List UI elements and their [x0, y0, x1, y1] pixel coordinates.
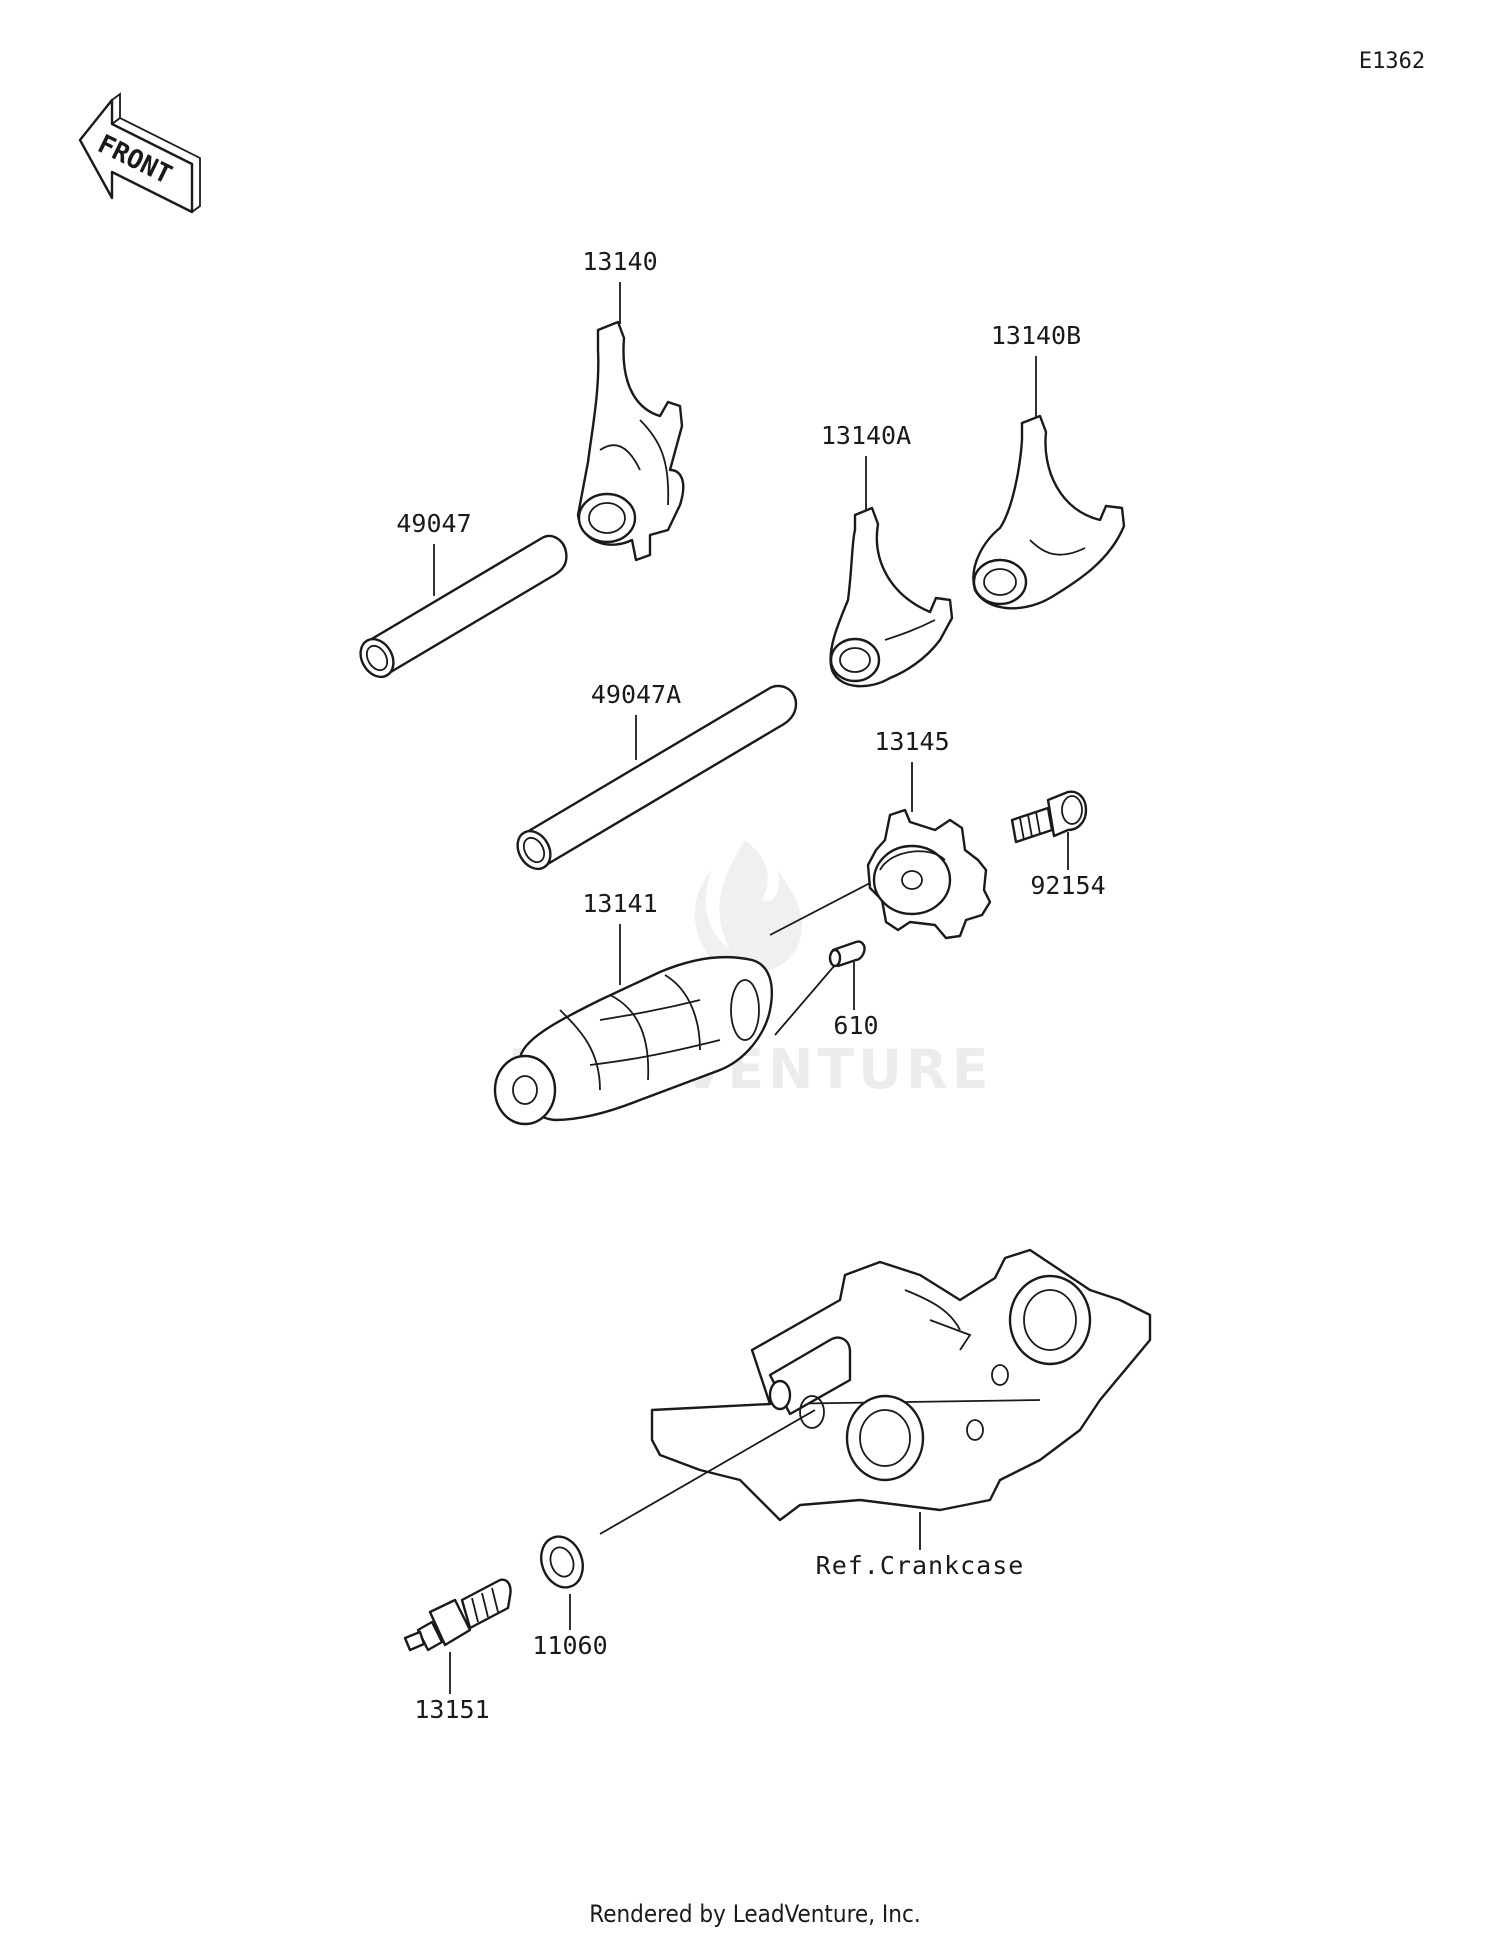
shift-fork-13140b: [972, 414, 1126, 610]
shift-drum-13141: [493, 955, 774, 1126]
diagram-id: E1362: [1359, 49, 1425, 74]
label-92154: 92154: [1030, 871, 1105, 900]
label-13140b: 13140B: [991, 321, 1081, 350]
label-13140a: 13140A: [821, 421, 911, 450]
ref-crankcase-label: Ref.Crankcase: [816, 1551, 1025, 1580]
label-13141: 13141: [582, 889, 657, 918]
pin-610: [828, 940, 866, 968]
bolt-92154: [1010, 790, 1088, 844]
label-13145: 13145: [874, 727, 949, 756]
label-13151: 13151: [414, 1695, 489, 1724]
label-610: 610: [833, 1011, 878, 1040]
crankcase-reference: [650, 1248, 1152, 1522]
shift-drum-cam-13145: [866, 808, 992, 940]
leader-lines: [433, 282, 1069, 1694]
front-arrow-icon: FRONT: [78, 92, 201, 214]
label-49047a: 49047A: [591, 680, 681, 709]
footer-credit: Rendered by LeadVenture, Inc.: [589, 1900, 920, 1928]
shift-fork-13140a: [829, 506, 954, 688]
label-11060: 11060: [532, 1631, 607, 1660]
label-49047: 49047: [396, 509, 471, 538]
neutral-switch-13151: [403, 1578, 512, 1652]
flame-logo-icon: [694, 840, 802, 974]
shift-fork-13140: [576, 320, 685, 562]
label-13140: 13140: [582, 247, 657, 276]
fork-shaft-49047: [359, 534, 568, 679]
washer-11060: [540, 1535, 584, 1589]
fork-shaft-49047a: [516, 684, 798, 871]
